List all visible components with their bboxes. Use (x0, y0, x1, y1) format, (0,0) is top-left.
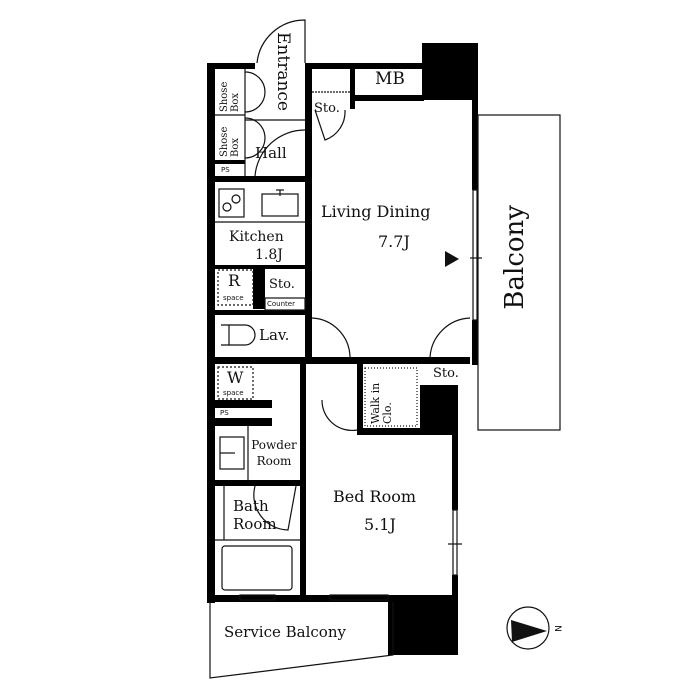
label-ps-1: PS (221, 166, 230, 174)
label-entrance: Entrance (273, 32, 293, 111)
compass-icon (506, 606, 550, 650)
label-walk-in-closet: Walk in Clo. (369, 382, 395, 424)
label-r-space-sub: space (223, 294, 244, 302)
direction-arrow-icon (445, 251, 459, 267)
label-storage-kitchen: Sto. (269, 277, 295, 292)
label-powder-room: Powder Room (251, 438, 297, 468)
label-w-space: W (227, 368, 244, 387)
label-shoe-box-2: Shose Box (219, 126, 241, 157)
label-lav: Lav. (259, 326, 290, 344)
walls (207, 43, 478, 655)
label-living-dining-size: 7.7J (378, 232, 410, 251)
label-storage-top: Sto. (314, 101, 340, 116)
label-bed-room: Bed Room (333, 487, 417, 506)
label-r-space: R (228, 271, 241, 290)
label-shoe-box-1: Shose Box (219, 81, 241, 112)
label-w-space-sub: space (223, 389, 244, 397)
label-mb: MB (375, 69, 405, 89)
label-storage-bed: Sto. (433, 366, 459, 381)
label-living-dining: Living Dining (321, 202, 431, 221)
compass-label: N (551, 625, 562, 632)
label-service-balcony: Service Balcony (224, 623, 346, 641)
label-hall: Hall (255, 144, 287, 162)
label-kitchen-size: 1.8J (255, 247, 283, 263)
label-counter: Counter (267, 300, 295, 308)
label-balcony: Balcony (500, 205, 530, 310)
fixtures (209, 19, 561, 679)
label-ps-2: PS (220, 409, 229, 417)
label-kitchen: Kitchen (229, 229, 284, 245)
label-bed-room-size: 5.1J (364, 515, 396, 534)
label-bath-room: Bath Room (233, 497, 277, 533)
